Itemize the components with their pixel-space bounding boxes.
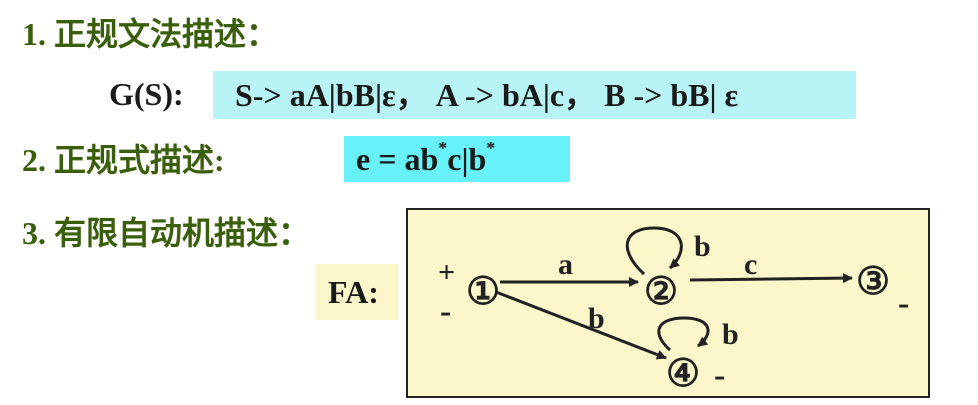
transition-1-4 bbox=[495, 290, 667, 360]
transition-2-2 bbox=[625, 226, 683, 276]
transition-4-4-label: b bbox=[722, 318, 739, 351]
expr-star-2: * bbox=[486, 138, 496, 158]
expr-part-1: e = ab bbox=[356, 141, 439, 177]
automaton-svg: a b c b b ① + - ② ③ - ④ - bbox=[438, 226, 909, 395]
grammar-label: G(S): bbox=[109, 76, 184, 112]
automaton-diagram: a b c b b ① + - ② ③ - ④ - bbox=[406, 208, 930, 398]
grammar-box: S-> aA|bB|ε， A -> bA|c， B -> bB| ε bbox=[213, 71, 856, 119]
state-1-start-mark: + bbox=[438, 256, 455, 289]
fa-label-box: FA: bbox=[316, 264, 398, 320]
state-2: ② bbox=[644, 271, 678, 313]
grammar-rules: S-> aA|bB|ε， A -> bA|c， B -> bB| ε bbox=[235, 77, 739, 113]
transition-4-4 bbox=[657, 316, 710, 352]
section1-heading: 1. 正规文法描述： bbox=[22, 16, 279, 52]
transition-1-4-label: b bbox=[588, 302, 605, 335]
transition-2-3-label: c bbox=[744, 248, 757, 281]
section2-heading: 2. 正规式描述: bbox=[22, 142, 225, 178]
expr-box: e = ab*c|b* bbox=[344, 136, 570, 182]
expr-part-2: c|b bbox=[447, 141, 487, 177]
transition-2-2-label: b bbox=[694, 230, 711, 263]
state-3: ③ bbox=[856, 261, 890, 303]
transition-1-2-label: a bbox=[558, 248, 573, 281]
expr-star-1: * bbox=[438, 138, 448, 158]
state-1: ① bbox=[466, 271, 500, 313]
state-3-final-mark: - bbox=[898, 285, 909, 322]
fa-label: FA: bbox=[328, 274, 379, 310]
section3-heading: 3. 有限自动机描述： bbox=[22, 215, 311, 251]
state-1-final-mark: - bbox=[440, 293, 451, 330]
state-4: ④ bbox=[666, 353, 700, 395]
transition-2-3 bbox=[689, 273, 853, 284]
state-4-final-mark: - bbox=[714, 357, 725, 394]
regular-expression: e = ab*c|b* bbox=[356, 139, 495, 179]
